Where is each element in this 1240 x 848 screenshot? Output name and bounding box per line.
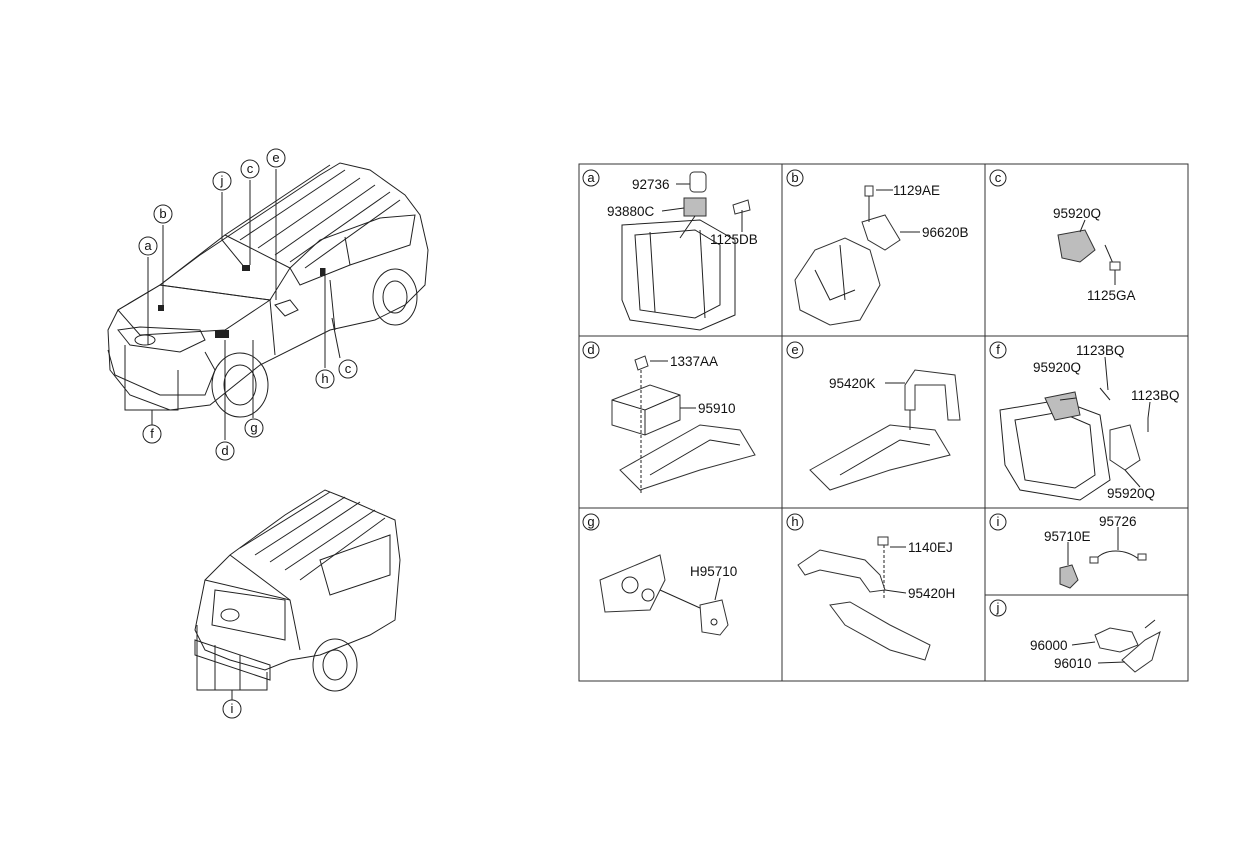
part-label-95920q-f-bottom: 95920Q (1107, 486, 1155, 501)
part-label-1125ga: 1125GA (1087, 288, 1136, 303)
part-label-96620b: 96620B (922, 225, 969, 240)
cell-j-leaders (1071, 641, 1126, 664)
callout-c-top: c (247, 161, 254, 176)
cell-letters: a b c d e f g h i j (582, 169, 1007, 617)
part-label-93880c: 93880C (607, 204, 655, 219)
front-callouts: a b c j e h c f d g (138, 148, 358, 461)
part-label-95726: 95726 (1099, 514, 1137, 529)
callout-j: j (220, 173, 224, 188)
part-label-1123bq-right: 1123BQ (1131, 388, 1180, 403)
cell-letter-e: e (791, 342, 798, 357)
rear-callout-leaders (196, 625, 268, 700)
part-label-95420k: 95420K (829, 376, 876, 391)
cell-i-artwork (1059, 550, 1147, 589)
callout-d: d (221, 443, 228, 458)
cell-g-artwork (599, 554, 729, 636)
cell-e-artwork (809, 369, 961, 491)
callout-e: e (272, 150, 279, 165)
cell-letter-f: f (996, 342, 1000, 357)
front-callout-leaders (124, 169, 341, 440)
part-label-95920q-c: 95920Q (1053, 206, 1101, 221)
callout-a: a (144, 238, 152, 253)
callout-g: g (250, 420, 257, 435)
cell-b-artwork (794, 185, 901, 326)
cell-d-artwork (611, 355, 756, 495)
front-vehicle-illustration (107, 162, 429, 418)
cell-b-leaders (868, 189, 920, 233)
callout-f: f (150, 426, 154, 441)
cell-c-artwork (1057, 229, 1121, 271)
part-label-1140ej: 1140EJ (908, 540, 953, 555)
cell-letter-c: c (995, 170, 1002, 185)
parts-grid (578, 163, 1189, 682)
cell-j-artwork (1094, 619, 1161, 673)
part-label-95420h: 95420H (908, 586, 955, 601)
cell-letter-j: j (996, 600, 1000, 615)
part-label-h95710: H95710 (690, 564, 737, 579)
cell-letter-d: d (587, 342, 594, 357)
cell-letter-a: a (587, 170, 595, 185)
cell-h-leaders (884, 546, 907, 594)
cell-letter-h: h (791, 514, 798, 529)
part-label-95910: 95910 (698, 401, 736, 416)
part-label-1125db: 1125DB (710, 232, 758, 247)
part-label-95920q-f-top: 95920Q (1033, 360, 1081, 375)
part-label-92736: 92736 (632, 177, 670, 192)
cell-f-leaders (1059, 356, 1151, 488)
part-label-95710e: 95710E (1044, 529, 1091, 544)
part-label-1123bq-top: 1123BQ (1076, 343, 1125, 358)
cell-h-artwork (797, 536, 931, 661)
rear-vehicle-illustration (194, 489, 401, 692)
callout-b: b (159, 206, 166, 221)
part-label-96010: 96010 (1054, 656, 1092, 671)
cell-i-leaders (1067, 527, 1119, 565)
part-label-1129ae: 1129AE (893, 183, 940, 198)
cell-letter-b: b (791, 170, 798, 185)
cell-f-artwork (999, 387, 1149, 501)
callout-c-side: c (345, 361, 352, 376)
cell-c-leaders (1079, 219, 1116, 285)
part-label-96000: 96000 (1030, 638, 1068, 653)
callout-i: i (231, 701, 234, 716)
cell-a-leaders (661, 183, 743, 239)
part-label-1337aa: 1337AA (670, 354, 718, 369)
rear-callouts: i (222, 699, 242, 719)
cell-g-leaders (659, 577, 721, 609)
cell-a-artwork (621, 171, 751, 331)
cell-d-leaders (650, 360, 696, 409)
callout-h: h (321, 371, 328, 386)
cell-letter-g: g (587, 514, 594, 529)
cell-letter-i: i (997, 514, 1000, 529)
